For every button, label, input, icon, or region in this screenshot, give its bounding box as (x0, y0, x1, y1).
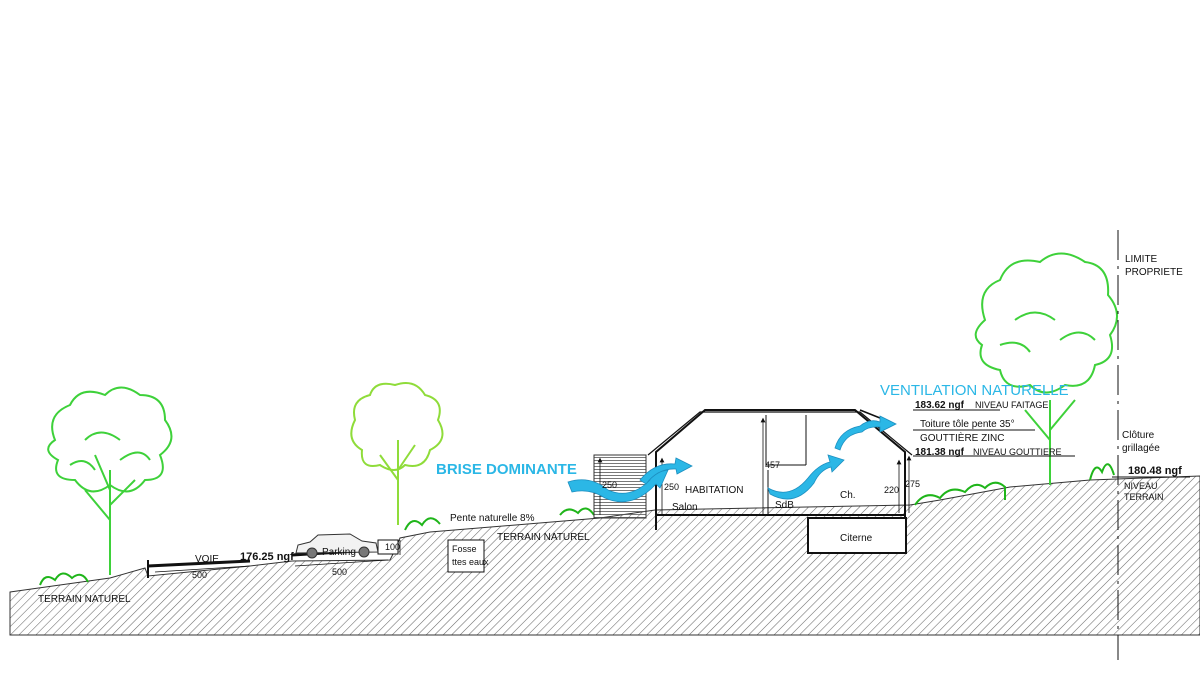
dim-100: 100 (385, 542, 400, 552)
dim-250-brise: 250 (602, 480, 617, 490)
dim-275: 275 (905, 479, 920, 489)
habitation-label: HABITATION (685, 485, 744, 496)
dim-500-right: 500 (332, 567, 347, 577)
wind-arrow-habitation (639, 457, 693, 485)
fosse-box (447, 539, 485, 573)
toiture-label: Toiture tôle pente 35° (920, 419, 1015, 430)
wind-arrow-ventilation (834, 415, 897, 451)
salon-label: Salon (672, 502, 698, 513)
dim-250-habitation: 250 (664, 482, 679, 492)
citerne-label: Citerne (840, 533, 873, 544)
tree-right (974, 252, 1118, 485)
car-icon (295, 533, 379, 559)
dim-500-left: 500 (192, 570, 207, 580)
cloture-label: Clôture (1122, 430, 1155, 441)
faitage-level: 183.62 ngf (915, 400, 965, 411)
level-markers (913, 230, 1190, 660)
voie-label: VOIE (195, 554, 219, 565)
brise-dominante-label: BRISE DOMINANTE (436, 461, 577, 478)
wind-arrow-sdb (767, 454, 845, 500)
shrubs (39, 463, 1115, 586)
fosse-sub-label: ttes eaux (452, 557, 489, 567)
voie-level: 176.25 ngf (240, 551, 294, 563)
gouttiere-level: 181.38 ngf (915, 447, 965, 458)
dim-220: 220 (884, 485, 899, 495)
wind-arrow-brise (567, 469, 669, 503)
propriete-label: PROPRIETE (1125, 267, 1183, 278)
gouttiere-zinc-label: GOUTTIÈRE ZINC (920, 431, 1004, 444)
terrain-naturel-left: TERRAIN NATUREL (38, 594, 131, 605)
terrain-naturel-mid: TERRAIN NATUREL (497, 532, 590, 543)
limite-label: LIMITE (1125, 254, 1158, 265)
gouttiere-text: NIVEAU GOUTTIERE (973, 447, 1062, 457)
pente-label: Pente naturelle 8% (450, 513, 535, 524)
dim-457: 457 (765, 460, 780, 470)
ventilation-naturelle-label: VENTILATION NATURELLE (880, 382, 1069, 399)
terrain-level: 180.48 ngf (1128, 465, 1182, 477)
faitage-text: NIVEAU FAITAGE (975, 400, 1048, 410)
parking-label: Parking (322, 547, 356, 558)
terrain-label: TERRAIN (1124, 492, 1164, 502)
tree-middle (350, 382, 444, 525)
house-outline (647, 409, 913, 554)
sdb-label: SdB (775, 500, 794, 511)
tree-left (47, 386, 173, 575)
fosse-label: Fosse (452, 544, 477, 554)
grillagee-label: grillagée (1122, 443, 1160, 454)
chambre-label: Ch. (840, 490, 856, 501)
niveau-label: NIVEAU (1124, 481, 1158, 491)
